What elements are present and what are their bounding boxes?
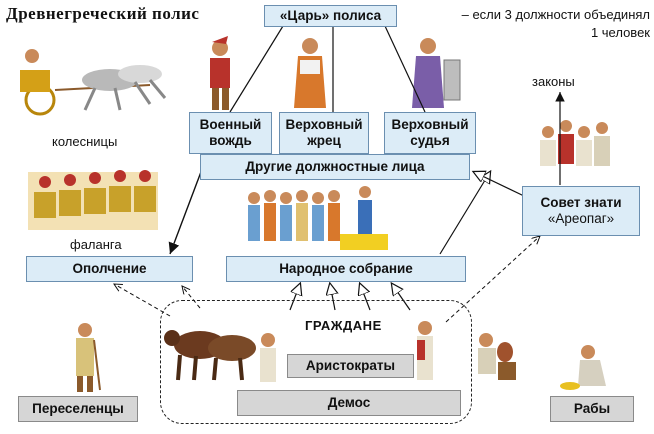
potter-figure <box>478 333 516 380</box>
military-leader-box: Военный вождь <box>189 112 272 154</box>
militia-box: Ополчение <box>26 256 193 282</box>
citizens-to-militia-dashed-arrow <box>114 284 171 317</box>
citizens-to-assembly-arrow-3 <box>360 284 370 311</box>
other-officials-box: Другие должностные лица <box>200 154 470 180</box>
chariot-figure <box>20 49 167 116</box>
king-to-judge-line <box>384 25 426 113</box>
assembly-crowd-figure <box>248 186 388 250</box>
citizens-group <box>160 300 472 424</box>
assembly-to-officials-arrow <box>439 172 490 255</box>
king-note-line-2: 1 человек <box>590 25 650 40</box>
laws-label: законы <box>532 74 575 89</box>
high-priest-box: Верховный жрец <box>279 112 369 154</box>
citizens-to-assembly-arrow-1 <box>289 284 300 311</box>
slaves-box: Рабы <box>550 396 634 422</box>
priest-figure <box>294 38 326 108</box>
diagram-title: Древнегреческий полис <box>6 4 200 23</box>
slave-figure <box>560 345 606 390</box>
oxen-figure <box>164 330 276 382</box>
citizens-to-assembly-arrow-4 <box>392 284 411 311</box>
chariots-label: колесницы <box>52 134 118 149</box>
aristocrat-figure <box>417 321 433 380</box>
settler-figure <box>76 323 101 392</box>
aristocrats-box: Аристократы <box>287 354 414 378</box>
high-judge-box: Верховный судья <box>384 112 476 154</box>
king-note: – если 3 должности объединял 1 человек <box>420 6 650 42</box>
council-box: Совет знати «Ареопаг» <box>522 186 640 236</box>
king-note-line-1: – если 3 должности объединял <box>461 7 650 22</box>
warrior-figure <box>210 36 230 110</box>
demos-box: Демос <box>237 390 461 416</box>
citizens-title: ГРАЖДАНЕ <box>305 318 382 333</box>
demos-to-militia-dashed-arrow <box>182 286 201 309</box>
council-box-line-2: «Ареопаг» <box>547 211 615 226</box>
council-figure <box>540 120 610 166</box>
settlers-box: Переселенцы <box>18 396 138 422</box>
king-box: «Царь» полиса <box>264 5 397 27</box>
citizens-to-assembly-arrow-2 <box>330 284 335 311</box>
people-assembly-box: Народное собрание <box>226 256 466 282</box>
phalanx-figure <box>28 170 158 230</box>
judge-figure <box>412 38 461 108</box>
king-to-military-line <box>229 25 284 113</box>
phalanx-label: фаланга <box>70 237 122 252</box>
council-box-line-1: Совет знати <box>540 195 622 210</box>
council-to-officials-arrow <box>474 172 525 197</box>
